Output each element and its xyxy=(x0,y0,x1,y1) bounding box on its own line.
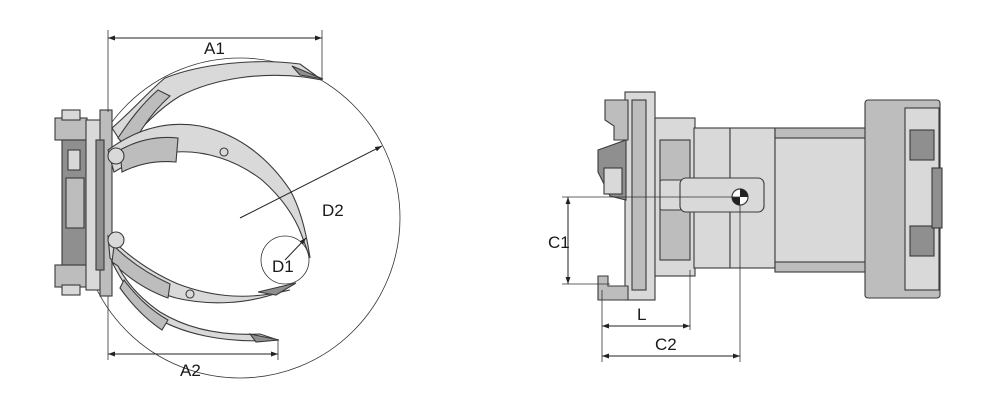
carriage-mount xyxy=(54,109,113,297)
d1-circle xyxy=(260,235,310,285)
arm-hole-lower xyxy=(185,289,195,299)
upper-long-arm xyxy=(111,61,323,149)
upper-inner-arm-shade xyxy=(119,136,179,173)
lower-long-arm-tip xyxy=(248,333,280,343)
d2-leader xyxy=(239,145,383,219)
lower-hook xyxy=(597,275,629,301)
a2-label: A2 xyxy=(180,361,201,380)
lower-inner-arm-shade xyxy=(111,244,171,299)
lower-long-arm-shade xyxy=(119,278,169,331)
c2-label: C2 xyxy=(655,335,677,354)
upper-hook xyxy=(604,99,629,141)
a1-label: A1 xyxy=(204,39,225,58)
left-view-drawing: D1 D2 A1 A2 xyxy=(54,30,401,380)
pivot-bolt-upper xyxy=(107,147,125,165)
pivot-bolt-lower xyxy=(107,231,125,249)
l-label: L xyxy=(637,305,646,324)
d2-label: D2 xyxy=(322,201,344,220)
center-shaft xyxy=(679,177,765,213)
arm-hole-upper xyxy=(219,147,229,157)
d1-label: D1 xyxy=(272,257,294,276)
upper-long-arm-tip xyxy=(291,65,324,80)
c1-label: C1 xyxy=(548,233,570,252)
d1-leader xyxy=(284,237,307,261)
right-view-drawing: C1 L C2 xyxy=(548,91,943,362)
lower-inner-arm-tip xyxy=(257,282,297,296)
